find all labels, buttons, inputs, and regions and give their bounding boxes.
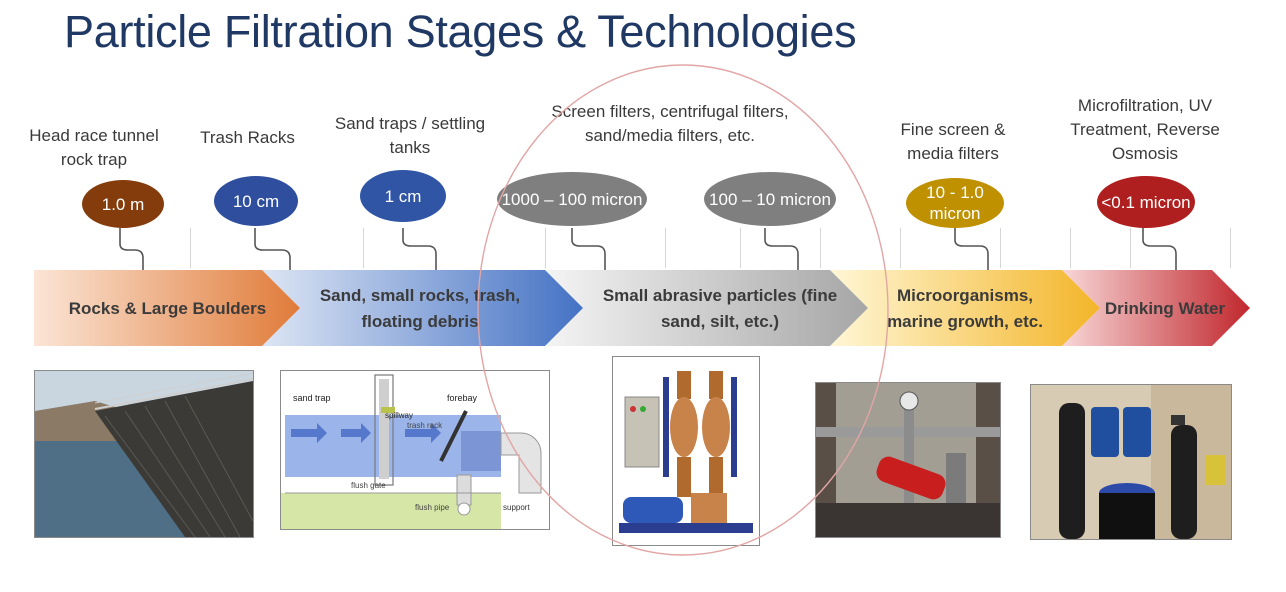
diagram-label-flush-gate: flush gate [351,481,386,490]
size-badge-100-10-micron: 100 – 10 micron [704,172,836,226]
segment-rocks: Rocks & Large Boulders [68,299,267,318]
rock-trap-photo [34,370,254,538]
diagram-label-spillway: spillway [385,411,414,420]
stage-label-sand-traps: Sand traps / settling tanks [334,114,486,157]
water-filtration-photo [1030,384,1232,540]
segment-abrasive: Small abrasive particles (fine sand, sil… [602,286,838,331]
size-badge-1m: 1.0 m [82,180,164,228]
stage-label-screen-filters: Screen filters, centrifugal filters, san… [551,102,789,145]
stage-label-microfiltration: Microfiltration, UV Treatment, Reverse O… [1070,96,1220,163]
size-badge-sub-micron: <0.1 micron [1097,176,1195,228]
stage-label-trash-racks: Trash Racks [200,128,295,147]
stage-label-rock-trap: Head race tunnel rock trap [29,126,159,169]
red-filter-photo [815,382,1001,538]
segment-microorganisms: Microorganisms, marine growth, etc. [887,286,1043,331]
size-badge-10-1-micron: 10 - 1.0 micron [906,178,1004,228]
size-badge-10cm: 10 cm [214,176,298,226]
diagram-label-sand-trap: sand trap [293,393,331,403]
page-title: Particle Filtration Stages & Technologie… [64,6,857,57]
segment-sand-trash: Sand, small rocks, trash, floating debri… [319,286,521,331]
diagram-label-flush-pipe: flush pipe [415,503,450,512]
stage-label-fine-screen: Fine screen & media filters [900,120,1006,163]
size-badge-1cm: 1 cm [360,170,446,222]
filter-unit-photo [612,356,760,546]
diagram-label-support: support [503,503,530,512]
segment-drinking-water: Drinking Water [1104,299,1226,318]
diagram-label-trash-rack: trash rack [407,421,443,430]
sand-trap-diagram: sand trap spillway forebay trash rack fl… [280,370,550,530]
diagram-label-forebay: forebay [447,393,478,403]
size-badge-1000-100-micron: 1000 – 100 micron [497,172,647,226]
